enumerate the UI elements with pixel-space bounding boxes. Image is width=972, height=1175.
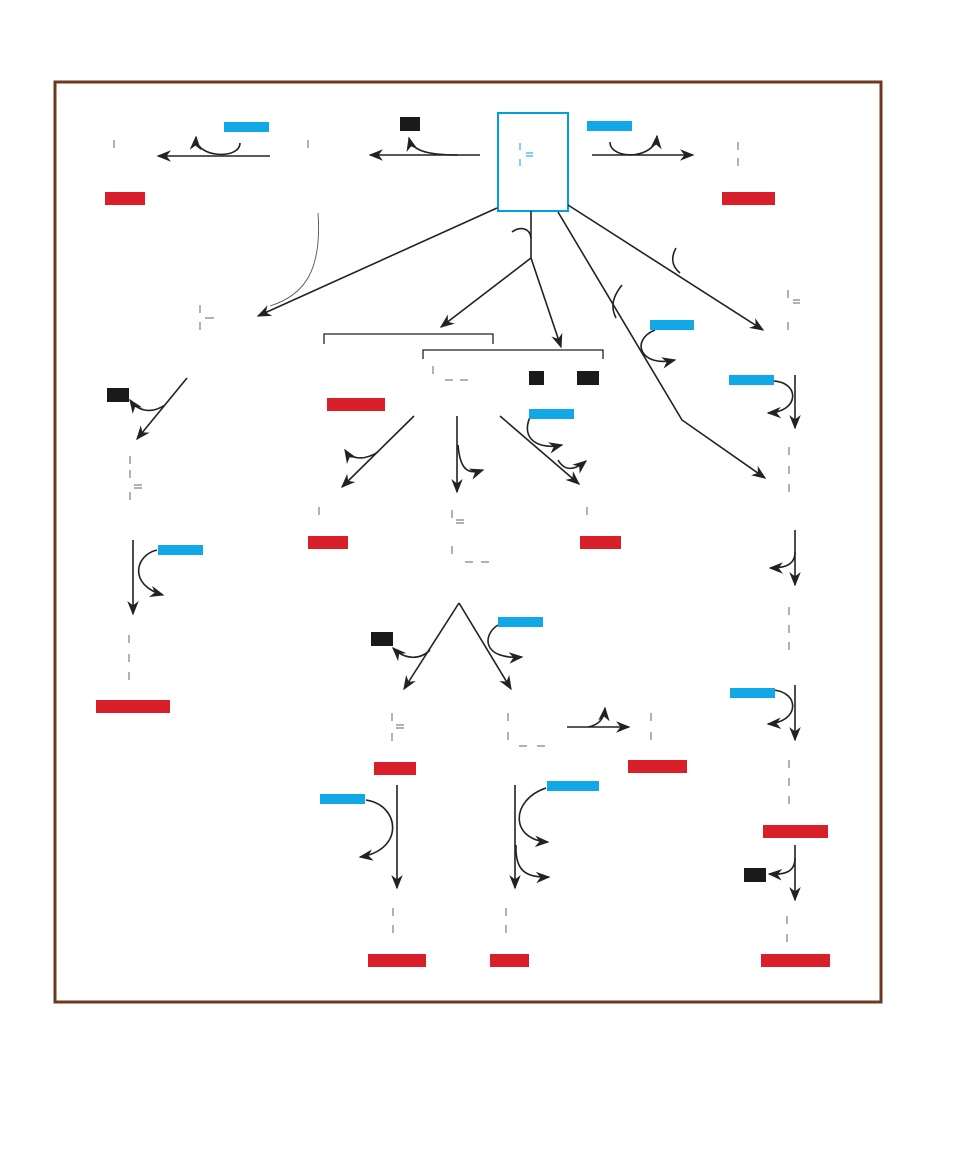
diagram-frame	[53, 80, 883, 1004]
bracket-left-pair	[323, 333, 494, 344]
arrow-mid-to-right-product	[499, 415, 581, 485]
arrow-reagent-loop-lower-mid-2	[515, 844, 551, 884]
byproduct-label-left	[107, 388, 129, 402]
arrow-reagent-loop-top-right	[609, 134, 662, 156]
arrow-hook-v-right-product	[587, 706, 610, 728]
byproduct-label-bracket-2	[577, 371, 599, 385]
product-label-right-column-mid	[763, 825, 828, 838]
reagent-label-right-column-1	[729, 375, 774, 385]
arrow-reagent-loop-v-right	[487, 624, 524, 664]
arrow-reagent-hook-mid-right	[557, 459, 588, 474]
arrow-v-split-left	[403, 602, 460, 691]
reagent-label-left-column	[158, 545, 203, 555]
byproduct-label-bracket-1	[529, 371, 544, 385]
product-label-left-column	[96, 700, 170, 713]
product-label-lower-mid	[490, 954, 529, 967]
arrow-reagent-loop-lower-mid-1	[518, 787, 550, 848]
arrow-center-to-right-far	[567, 204, 765, 331]
arrow-center-to-right-lower	[557, 211, 767, 479]
starting-compound-box	[497, 112, 569, 212]
starting-compound-structure	[519, 143, 533, 166]
product-label-mid-right	[580, 536, 621, 549]
product-label-v-right-far	[628, 760, 687, 773]
arrow-reagent-hook-right-column-2	[768, 551, 796, 574]
product-label-v-left	[374, 762, 416, 775]
byproduct-label-v-left	[371, 632, 393, 646]
arrow-v-split-right	[458, 602, 512, 691]
byproduct-label-top-center	[400, 117, 420, 131]
arrow-reagent-loop-top-left	[189, 135, 241, 156]
product-label-lower-left	[368, 954, 426, 967]
product-label-middle-left	[327, 398, 385, 411]
reagent-label-lower-left	[320, 794, 365, 804]
product-label-mid-left	[308, 536, 348, 549]
product-label-right-column-bottom	[761, 954, 830, 967]
reagent-label-mid-right	[529, 409, 574, 419]
arrow-reagent-loop-left-column	[137, 549, 165, 597]
arrow-byproduct-v-left	[391, 646, 431, 662]
arrow-byproduct-left	[129, 398, 166, 414]
arrow-byproduct-release-1	[406, 136, 459, 156]
reagent-label-right-column-3	[730, 688, 775, 698]
arrow-reagent-loop-lower-left	[358, 799, 394, 861]
reagent-label-v-right	[498, 617, 543, 627]
curved-reagent-path-left	[269, 212, 320, 307]
product-label-top-right	[722, 192, 775, 205]
arrow-reagent-hook-right	[671, 247, 681, 274]
arrow-left-branch-down	[136, 377, 188, 441]
arrow-mid-to-left-product	[340, 415, 415, 489]
arrow-reagent-loop-right-branch	[640, 329, 677, 369]
arrow-reagent-hook-mid	[457, 444, 485, 480]
arrow-reagent-loop-mid-right	[526, 416, 564, 454]
arrow-reagent-loop-right-column-3	[766, 689, 794, 729]
reagent-label-top-right	[587, 121, 632, 131]
reagent-label-lower-mid	[547, 781, 599, 791]
bracket-right-pair	[422, 349, 604, 359]
product-label-top-left	[105, 192, 145, 205]
arrow-reagent-hook-mid-left	[344, 448, 379, 465]
arrow-reagent-hook-right-lower	[612, 284, 623, 319]
reagent-label-top-left	[224, 122, 269, 132]
arrow-reagent-loop-right-column-1	[766, 380, 794, 419]
byproduct-label-right-column	[744, 868, 766, 882]
reagent-label-right-branch	[650, 320, 694, 330]
arrow-center-to-middle-right	[530, 257, 563, 349]
arrow-byproduct-right-column	[767, 857, 796, 881]
arrow-center-to-middle-left	[439, 257, 532, 328]
arrow-reagent-hook-center	[511, 227, 532, 239]
arrow-center-to-left-branch	[256, 207, 498, 317]
